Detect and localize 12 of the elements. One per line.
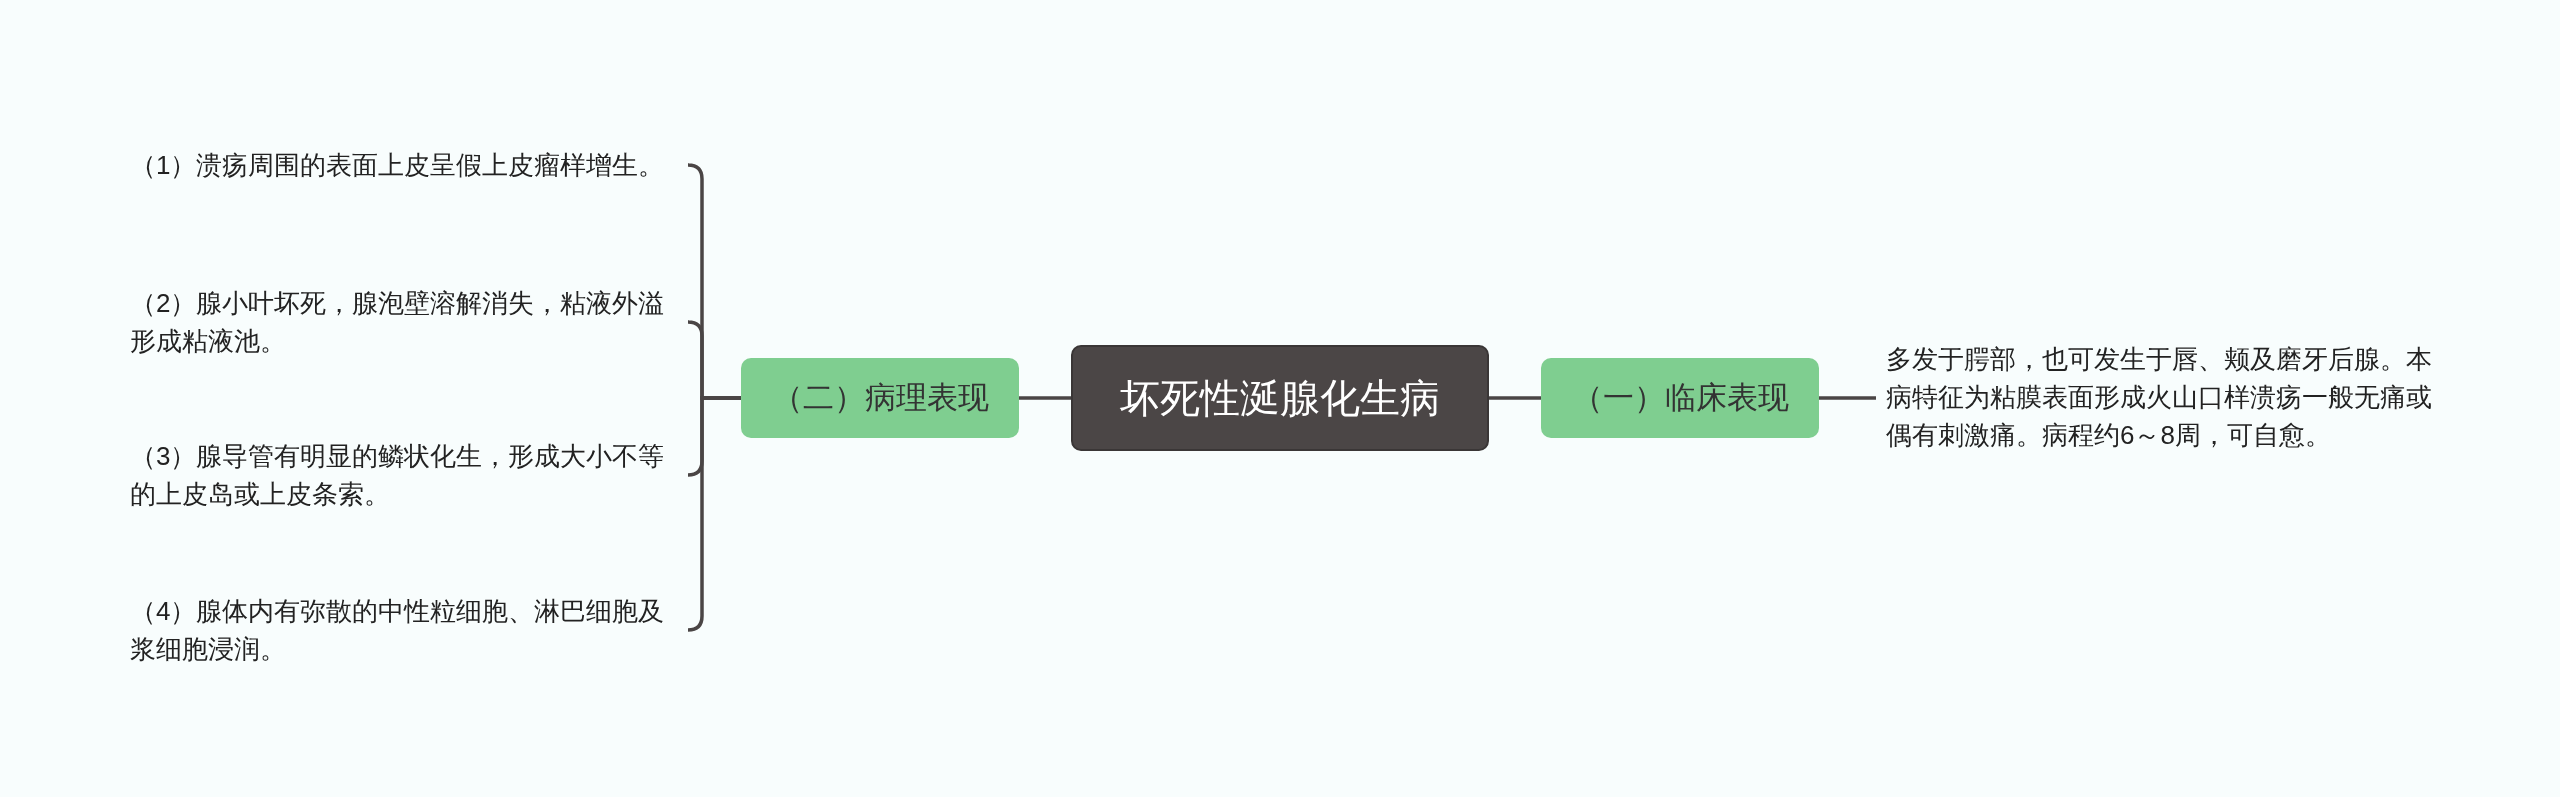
connector-line [1019, 396, 1071, 400]
note-text: （4）腺体内有弥散的中性粒细胞、淋巴细胞及浆细胞浸润。 [130, 595, 666, 666]
connector-line [686, 396, 741, 632]
topic-box: （一）临床表现 [1541, 358, 1819, 438]
connector-line [1489, 396, 1541, 400]
note-text: （3）腺导管有明显的鳞状化生，形成大小不等的上皮岛或上皮条索。 [130, 440, 666, 511]
note-text: （2）腺小叶坏死，腺泡壁溶解消失，粘液外溢形成粘液池。 [130, 287, 666, 358]
connector-line [1819, 396, 1876, 400]
topic-box: （二）病理表现 [741, 358, 1019, 438]
note-text: （1）溃疡周围的表面上皮呈假上皮瘤样增生。 [130, 149, 666, 182]
note-text: 多发于腭部，也可发生于唇、颊及磨牙后腺。本病特征为粘膜表面形成火山口样溃疡一般无痛或偶有刺激痛。病程约6～8周，可自愈。 [1886, 343, 2433, 452]
central-topic-box: 坏死性涎腺化生病 [1071, 345, 1489, 451]
